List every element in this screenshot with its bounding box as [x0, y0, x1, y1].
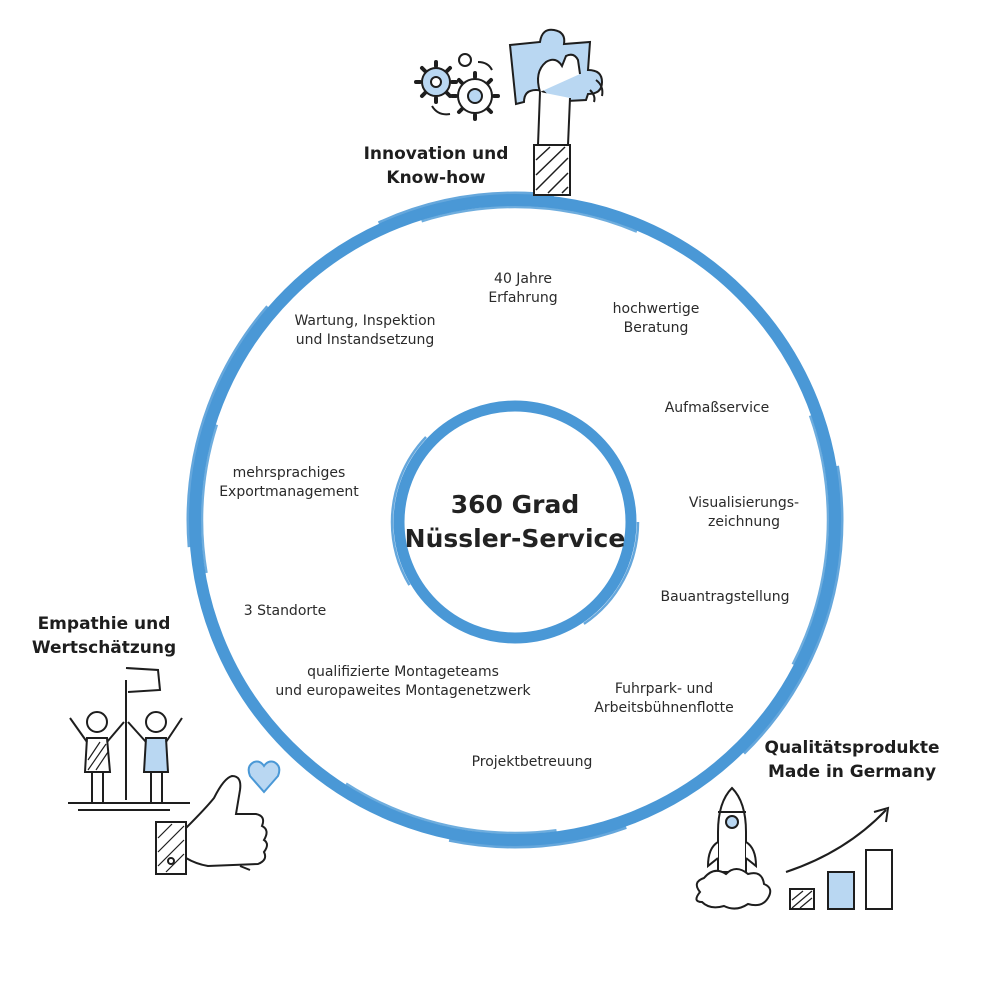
outer-ring: [186, 191, 844, 849]
service-label-measurement: Aufmaßservice: [665, 399, 770, 418]
rocket-icon: [695, 786, 772, 910]
header-quality-line1: Qualitätsprodukte: [764, 738, 940, 758]
header-empathy-line1: Empathie und: [37, 614, 171, 634]
header-innovation-line2: Know-how: [386, 168, 486, 188]
header-quality: Qualitätsprodukte Made in Germany: [765, 736, 940, 784]
heart-icon: [247, 760, 281, 794]
service-label-consulting: hochwertige Beratung: [613, 300, 700, 338]
header-innovation-line1: Innovation und: [363, 144, 509, 164]
service-label-teams: qualifizierte Montageteams und europawei…: [275, 663, 530, 701]
growth-chart-icon: [785, 806, 893, 910]
puzzle-hand-icon: [508, 28, 604, 196]
service-label-line1: Bauantragstellung: [660, 589, 790, 605]
center-title: 360 Grad Nüssler-Service: [405, 488, 626, 556]
service-label-line1: Fuhrpark- und: [614, 681, 714, 697]
service-label-line2: Beratung: [623, 320, 689, 336]
gears-icon: [414, 53, 500, 121]
service-label-line2: Exportmanagement: [219, 484, 359, 500]
service-label-line1: mehrsprachiges: [232, 465, 346, 481]
center-title-line1: 360 Grad: [450, 490, 580, 519]
service-label-line2: Arbeitsbühnenflotte: [594, 700, 734, 716]
service-label-line1: Projektbetreuung: [471, 754, 593, 770]
service-label-line2: und europaweites Montagenetzwerk: [275, 683, 531, 699]
service-label-line1: 40 Jahre: [494, 271, 552, 287]
service-label-line1: Wartung, Inspektion: [294, 313, 436, 329]
service-label-line1: 3 Standorte: [243, 603, 327, 619]
header-empathy-line2: Wertschätzung: [31, 638, 177, 658]
service-label-locations: 3 Standorte: [244, 602, 327, 621]
service-label-line1: Visualisierungs-: [688, 495, 800, 511]
service-label-fleet: Fuhrpark- und Arbeitsbühnenflotte: [594, 680, 733, 718]
people-flag-icon: [68, 667, 190, 811]
service-label-project: Projektbetreuung: [472, 753, 593, 772]
service-label-line1: qualifizierte Montageteams: [307, 664, 499, 680]
service-label-export: mehrsprachiges Exportmanagement: [219, 464, 359, 502]
header-innovation: Innovation und Know-how: [364, 142, 509, 190]
inner-ring: [390, 397, 640, 647]
center-title-line2: Nüssler-Service: [404, 524, 626, 553]
service-label-line1: hochwertige: [612, 301, 700, 317]
service-label-maintenance: Wartung, Inspektion und Instandsetzung: [294, 312, 435, 350]
header-quality-line2: Made in Germany: [767, 762, 937, 782]
service-label-line2: und Instandsetzung: [295, 332, 435, 348]
service-label-permit: Bauantragstellung: [660, 588, 789, 607]
service-label-line2: Erfahrung: [488, 290, 558, 306]
thumbs-up-icon: [155, 774, 268, 875]
service-label-line1: Aufmaßservice: [664, 400, 770, 416]
service-label-visualization: Visualisierungs- zeichnung: [689, 494, 799, 532]
service-label-experience: 40 Jahre Erfahrung: [488, 270, 557, 308]
header-empathy: Empathie und Wertschätzung: [32, 612, 176, 660]
service-label-line2: zeichnung: [708, 514, 780, 530]
